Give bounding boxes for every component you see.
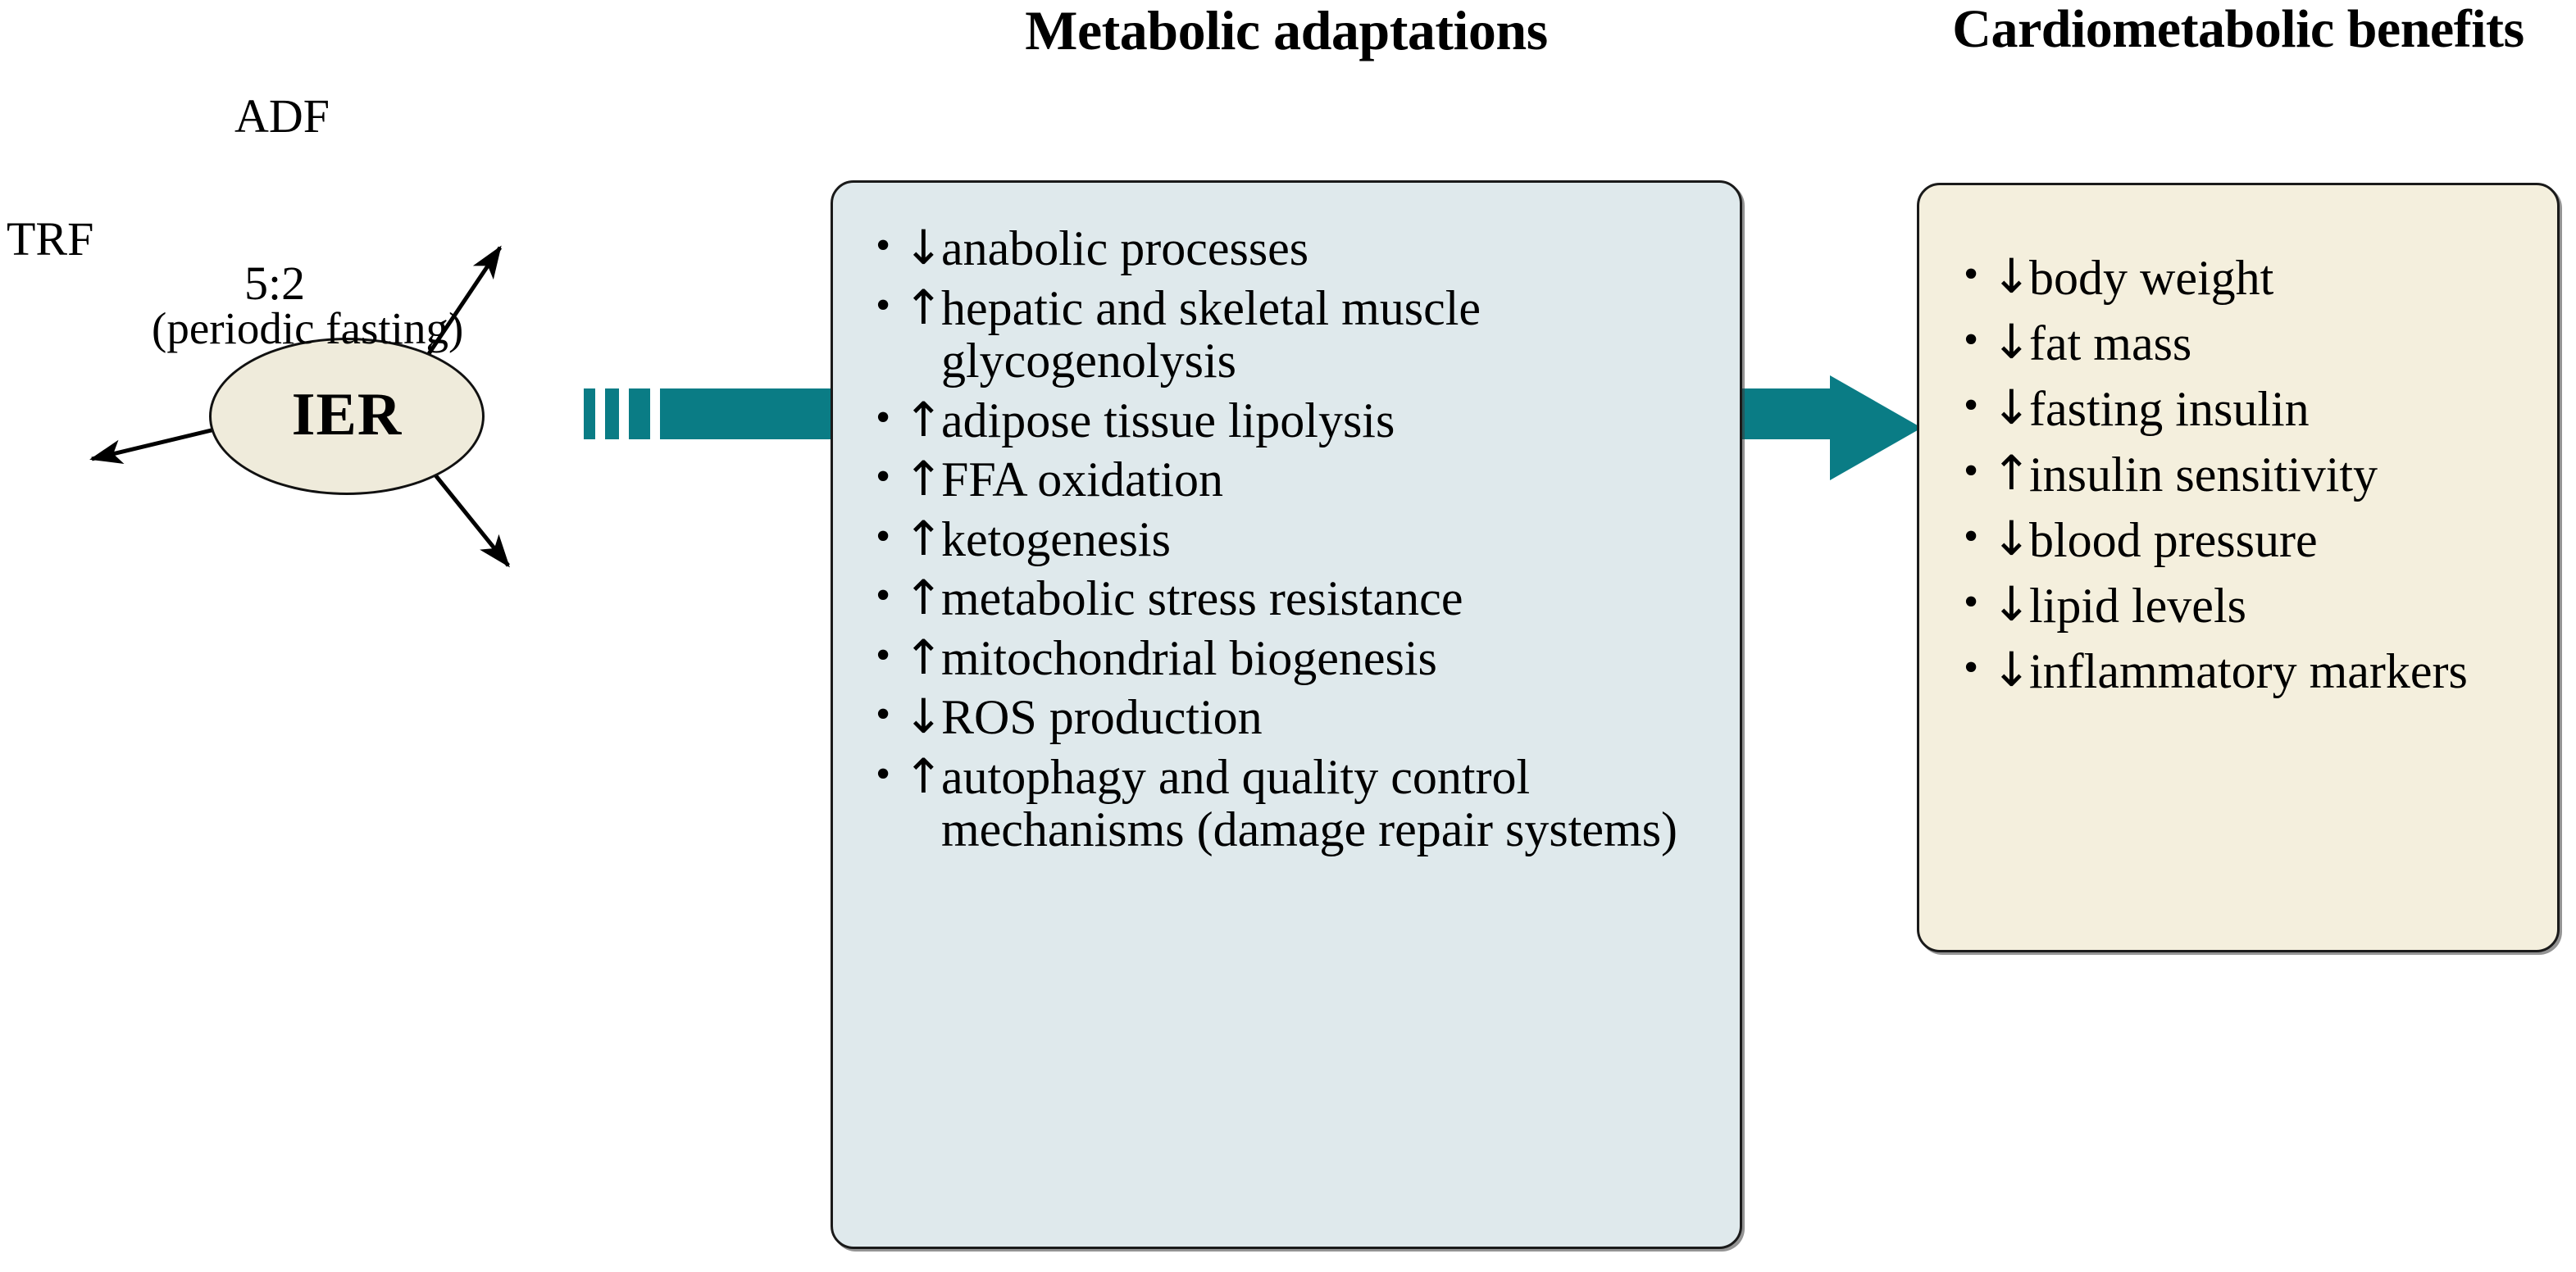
arrow-down-icon: ↓ bbox=[1991, 314, 2032, 370]
list-item-label: lipid levels bbox=[2029, 579, 2246, 633]
list-item: • ↓ blood pressure bbox=[1964, 511, 2544, 567]
bullet-dot-icon: • bbox=[876, 393, 891, 441]
list-item: • ↑ FFA oxidation bbox=[876, 451, 1725, 507]
list-item: • ↓ fat mass bbox=[1964, 316, 2544, 370]
bullet-dot-icon: • bbox=[876, 281, 891, 329]
arrow-up-icon: ↑ bbox=[1991, 445, 2032, 501]
list-item-label: blood pressure bbox=[2029, 513, 2318, 567]
arrow-down-icon: ↓ bbox=[1991, 379, 2032, 435]
list-item: • ↓ ROS production bbox=[876, 688, 1725, 744]
list-item: • ↑ metabolic stress resistance bbox=[876, 570, 1725, 625]
trf-label: TRF bbox=[7, 212, 94, 266]
bullet-dot-icon: • bbox=[1964, 251, 1979, 298]
page-title-cardiometabolic-benefits: Cardiometabolic benefits bbox=[1952, 0, 2524, 59]
arrow-up-icon: ↑ bbox=[903, 570, 944, 625]
arrow-down-icon: ↓ bbox=[903, 220, 944, 275]
arrow-down-icon: ↓ bbox=[1991, 511, 2032, 566]
bullet-dot-icon: • bbox=[1964, 579, 1979, 625]
bullet-dot-icon: • bbox=[876, 572, 891, 619]
arrow-down-icon: ↓ bbox=[1991, 248, 2032, 304]
arrow-up-icon: ↑ bbox=[903, 279, 944, 335]
list-item-label: insulin sensitivity bbox=[2029, 447, 2378, 502]
arrow-up-icon: ↑ bbox=[903, 451, 944, 507]
list-item: • ↓ inflammatory markers bbox=[1964, 642, 2544, 698]
periodic-fasting-label: (periodic fasting) bbox=[152, 303, 464, 353]
bullet-dot-icon: • bbox=[1964, 644, 1979, 691]
list-item-label: hepatic and skeletal muscle glycogenolys… bbox=[941, 280, 1481, 388]
page-title-metabolic-adaptations: Metabolic adaptations bbox=[1025, 0, 1548, 61]
arrow-up-icon: ↑ bbox=[903, 510, 944, 566]
list-item: • ↓ lipid levels bbox=[1964, 576, 2544, 633]
arrow-down-icon: ↓ bbox=[1991, 576, 2032, 632]
list-item: • ↑ hepatic and skeletal muscle glycogen… bbox=[876, 279, 1725, 388]
bullet-dot-icon: • bbox=[1964, 513, 1979, 560]
list-item: • ↓ fasting insulin bbox=[1964, 379, 2544, 436]
list-item-label: fat mass bbox=[2029, 316, 2192, 370]
five-two-label: 5:2 bbox=[244, 257, 306, 310]
list-item-label: mitochondrial biogenesis bbox=[941, 630, 1437, 685]
list-item-label: metabolic stress resistance bbox=[941, 571, 1463, 625]
arrow-up-icon: ↑ bbox=[903, 747, 944, 804]
list-item: • ↑ ketogenesis bbox=[876, 510, 1725, 566]
teal-arrow-stripe-3 bbox=[629, 388, 650, 439]
list-item: • ↑ mitochondrial biogenesis bbox=[876, 629, 1725, 685]
arrow-up-icon: ↑ bbox=[903, 629, 944, 685]
teal-arrow-stripe-1 bbox=[584, 388, 595, 439]
list-item: • ↑ autophagy and quality control mechan… bbox=[876, 747, 1725, 856]
ier-node: IER bbox=[209, 338, 485, 495]
list-item-label: inflammatory markers bbox=[2029, 644, 2468, 698]
list-item: • ↑ adipose tissue lipolysis bbox=[876, 391, 1725, 447]
teal-arrow-stripe-2 bbox=[605, 388, 619, 439]
bullet-dot-icon: • bbox=[1964, 382, 1979, 429]
cardiometabolic-benefits-list: • ↓ body weight • ↓ fat mass • ↓ fasting… bbox=[1964, 248, 2544, 710]
list-item: • ↓ anabolic processes bbox=[876, 220, 1725, 275]
bullet-dot-icon: • bbox=[876, 222, 891, 269]
metabolic-adaptations-panel: • ↓ anabolic processes • ↑ hepatic and s… bbox=[831, 180, 1742, 1249]
bullet-dot-icon: • bbox=[876, 691, 891, 738]
list-item-label: anabolic processes bbox=[941, 221, 1309, 275]
adf-label: ADF bbox=[234, 89, 330, 143]
metabolic-adaptations-list: • ↓ anabolic processes • ↑ hepatic and s… bbox=[876, 220, 1725, 863]
list-item-label: ketogenesis bbox=[941, 511, 1171, 566]
list-item-label: body weight bbox=[2029, 251, 2274, 305]
list-item-label: adipose tissue lipolysis bbox=[941, 393, 1395, 447]
bullet-dot-icon: • bbox=[876, 453, 891, 500]
arrow-up-icon: ↑ bbox=[903, 391, 944, 447]
list-item-label: ROS production bbox=[941, 690, 1263, 744]
arrow-ier-to-five-two bbox=[431, 470, 510, 568]
cardiometabolic-benefits-panel: • ↓ body weight • ↓ fat mass • ↓ fasting… bbox=[1917, 183, 2560, 952]
arrow-ier-to-trf bbox=[89, 427, 216, 464]
bullet-dot-icon: • bbox=[876, 631, 891, 679]
list-item-label: autophagy and quality control mechanisms… bbox=[941, 749, 1678, 856]
arrow-down-icon: ↓ bbox=[1991, 642, 2032, 697]
bullet-dot-icon: • bbox=[876, 512, 891, 560]
arrow-down-icon: ↓ bbox=[903, 688, 944, 744]
list-item: • ↑ insulin sensitivity bbox=[1964, 447, 2544, 502]
bullet-dot-icon: • bbox=[1964, 447, 1979, 494]
ier-node-label: IER bbox=[291, 381, 403, 448]
bullet-dot-icon: • bbox=[876, 750, 891, 797]
bullet-dot-icon: • bbox=[1964, 316, 1979, 363]
list-item: • ↓ body weight bbox=[1964, 248, 2544, 305]
list-item-label: FFA oxidation bbox=[941, 452, 1223, 507]
list-item-label: fasting insulin bbox=[2029, 382, 2310, 436]
